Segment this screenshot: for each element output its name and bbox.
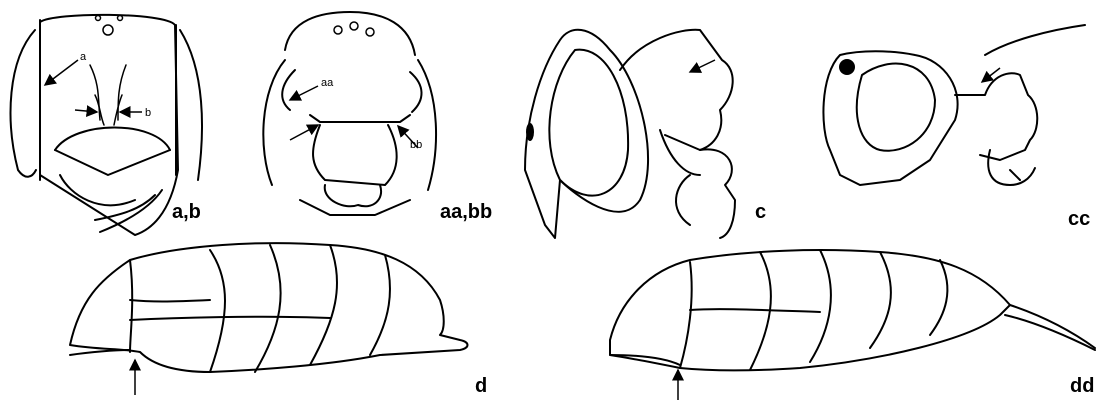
head-front-view-aa-bb: aa bb aa,bb	[263, 12, 492, 223]
thorax-lateral-cc: cc	[823, 25, 1090, 230]
gaster-lateral-dd: dd	[610, 250, 1095, 400]
thorax-lateral-c: c	[525, 30, 766, 238]
head-front-view-a-b: a b a,b	[11, 15, 202, 235]
panel-label-d: d	[475, 375, 487, 397]
panel-label-dd: dd	[1070, 375, 1094, 397]
arrow-label-aa: aa	[321, 77, 334, 89]
arrow-label-a: a	[80, 51, 87, 63]
gaster-lateral-d: d	[70, 243, 487, 397]
panel-label-cc: cc	[1068, 208, 1090, 230]
panel-label-c: c	[755, 201, 766, 223]
arrow-label-bb: bb	[410, 139, 422, 151]
panel-label-a-b: a,b	[172, 201, 201, 223]
arrow-label-b: b	[145, 107, 151, 119]
panel-label-aa-bb: aa,bb	[440, 201, 492, 223]
